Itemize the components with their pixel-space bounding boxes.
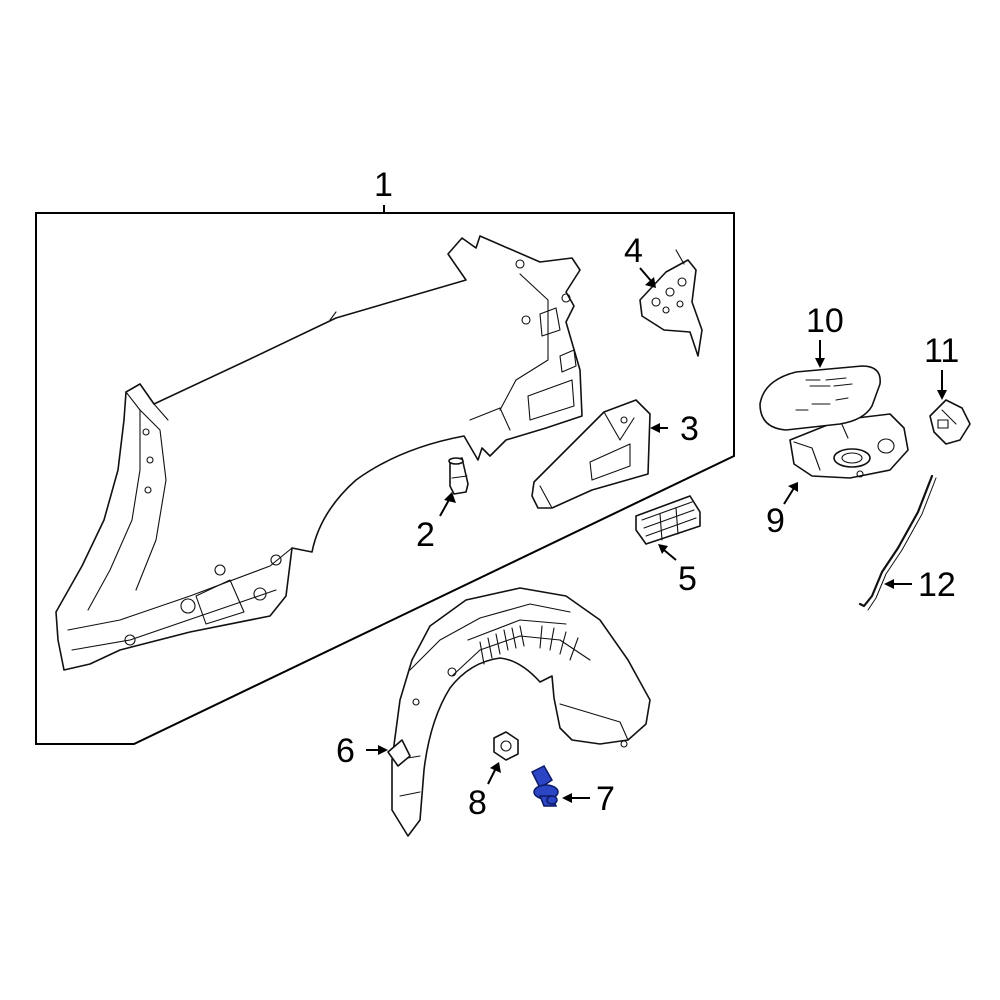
- fuel-door-part-10[interactable]: [759, 365, 881, 431]
- callout-6: 6: [336, 732, 355, 770]
- callout-9: 9: [766, 502, 785, 540]
- callout-1: 1: [374, 166, 393, 204]
- push-clip-part-7[interactable]: [530, 765, 559, 807]
- assembly-1-bracket: [35, 205, 735, 745]
- quarter-panel-part-1[interactable]: [55, 235, 583, 671]
- vent-grille-part-5[interactable]: [635, 495, 701, 545]
- callout-12: 12: [918, 566, 956, 604]
- bracket-part-3[interactable]: [531, 399, 651, 509]
- callout-7: 7: [596, 780, 615, 818]
- nut-part-8[interactable]: [493, 731, 519, 761]
- actuator-part-11[interactable]: [929, 399, 971, 445]
- grommet-part-2[interactable]: [448, 457, 469, 495]
- reinforcement-part-4[interactable]: [639, 249, 703, 357]
- liner-ribs: [479, 625, 579, 665]
- callout-4: 4: [624, 232, 643, 270]
- callout-10: 10: [806, 302, 844, 340]
- callout-3: 3: [680, 410, 699, 448]
- callout-2: 2: [416, 516, 435, 554]
- fuel-door-housing-part-9[interactable]: [789, 413, 909, 479]
- wheelhouse-liner-part-6[interactable]: [387, 587, 651, 837]
- callout-labels: 1 2 3 4 5 6 7 8 9 10 11 12: [336, 166, 959, 822]
- release-cable-part-12[interactable]: [858, 474, 937, 611]
- callout-8: 8: [468, 784, 487, 822]
- callout-11: 11: [924, 332, 959, 370]
- callout-5: 5: [678, 560, 697, 598]
- leaders: [366, 267, 947, 803]
